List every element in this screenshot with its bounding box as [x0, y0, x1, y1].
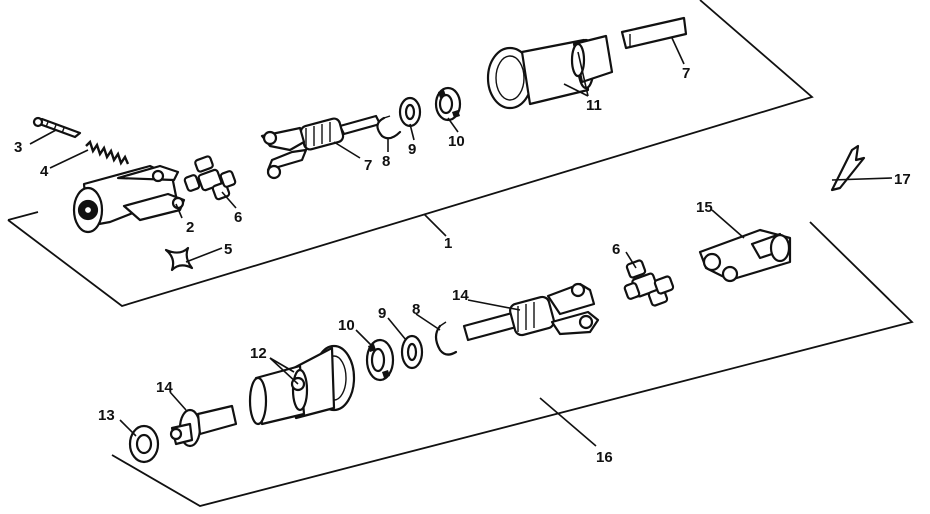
part-14-yoke-shaft-lower — [462, 282, 600, 342]
callout-11: 11 — [586, 97, 602, 114]
part-8-ring-upper — [376, 115, 402, 140]
callout-6-upper: 6 — [234, 209, 242, 226]
callout-4: 4 — [40, 163, 49, 180]
part-2-yoke — [72, 164, 186, 234]
callout-16: 16 — [596, 449, 613, 466]
part-15-yoke — [698, 228, 792, 283]
callout-9-lower: 9 — [378, 305, 386, 322]
callout-1: 1 — [444, 235, 452, 252]
callout-7-shaft: 7 — [364, 157, 372, 174]
callout-3: 3 — [14, 139, 22, 156]
part-14-stub-shaft — [169, 404, 238, 448]
part-6-cross-upper — [183, 155, 237, 201]
lower-assembly-frame — [111, 221, 914, 507]
callout-14-stub: 14 — [156, 379, 173, 396]
part-9-washer-upper — [398, 96, 422, 128]
part-8-ring-lower — [434, 321, 458, 356]
part-6-cross-lower — [623, 259, 675, 307]
part-7-key-upper — [620, 16, 688, 50]
part-3-pin — [32, 116, 82, 139]
callout-17: 17 — [894, 171, 911, 188]
upper-assembly-frame — [7, 0, 814, 307]
callout-12: 12 — [250, 345, 267, 362]
callout-10-lower: 10 — [338, 317, 355, 334]
callout-labels: 1 2 3 4 5 6 6 7 7 8 8 9 9 10 10 11 12 13… — [14, 65, 911, 466]
leader-lines — [29, 37, 893, 447]
part-17-clip — [830, 144, 866, 192]
callout-8-upper: 8 — [382, 153, 390, 170]
part-5-snap-ring — [164, 246, 194, 272]
part-4-spring — [85, 139, 130, 166]
callout-14-shaft: 14 — [452, 287, 469, 304]
callout-10-upper: 10 — [448, 133, 465, 150]
callout-6-lower: 6 — [612, 241, 620, 258]
callout-8-lower: 8 — [412, 301, 420, 318]
part-10-nut-lower — [365, 338, 395, 382]
callout-13: 13 — [98, 407, 115, 424]
callout-15: 15 — [696, 199, 713, 216]
callout-7-key: 7 — [682, 65, 690, 82]
callout-5: 5 — [224, 241, 232, 258]
part-13-washer — [128, 424, 160, 464]
part-7-yoke-shaft-upper — [260, 114, 382, 180]
part-10-nut-upper — [434, 86, 462, 122]
callout-2: 2 — [186, 219, 194, 236]
callout-9-upper: 9 — [408, 141, 416, 158]
part-12-shield-lower — [248, 344, 356, 426]
part-9-washer-lower — [400, 334, 424, 370]
